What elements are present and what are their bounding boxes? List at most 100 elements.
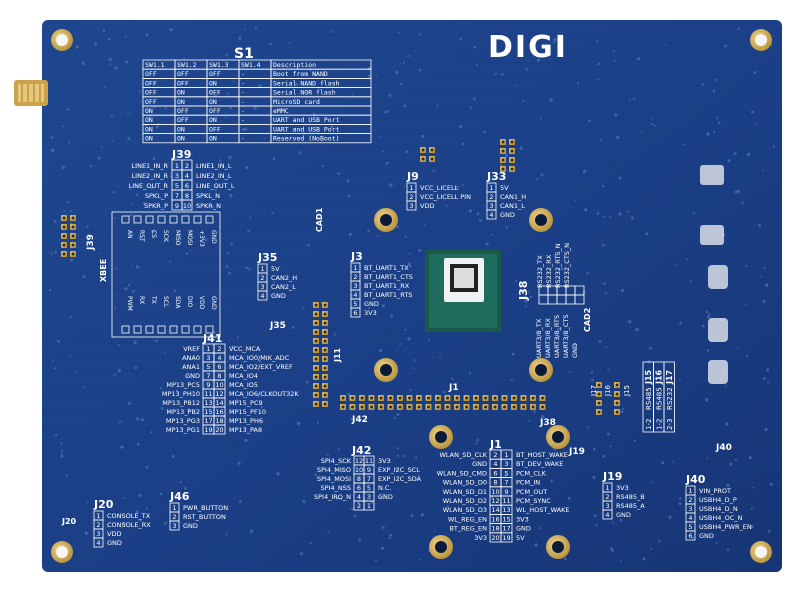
via	[658, 540, 661, 543]
via	[229, 194, 233, 198]
via	[169, 260, 172, 263]
via	[104, 85, 107, 88]
via	[602, 243, 605, 247]
via	[439, 356, 441, 359]
via	[621, 407, 624, 410]
via	[605, 346, 608, 349]
via	[686, 258, 689, 261]
jumper-header: J17	[665, 370, 674, 385]
via	[529, 452, 533, 456]
via	[215, 185, 219, 189]
j42-label-left: SPI4_MISO	[317, 466, 351, 474]
j3-pin-label: 3V3	[364, 309, 377, 317]
j39-label-left: SPKL_P	[145, 192, 168, 200]
via	[313, 72, 316, 75]
via	[244, 438, 248, 443]
j40-pin-num: 5	[688, 523, 692, 531]
via	[105, 499, 109, 503]
via	[212, 205, 215, 208]
j19-pin-num: 2	[605, 493, 609, 501]
via	[528, 420, 531, 422]
j11-label: J11	[333, 347, 342, 363]
via	[186, 195, 189, 198]
j1-pin-num: 10	[491, 488, 499, 496]
via	[327, 531, 330, 534]
via	[734, 458, 737, 461]
j35-pin-num: 2	[260, 274, 264, 282]
j41-pin-num: 8	[217, 372, 221, 380]
via	[150, 186, 154, 190]
via	[726, 548, 730, 552]
xbee-pin-label: CS	[150, 230, 157, 238]
j33-pin-label: CAN1_L	[500, 202, 525, 210]
via	[434, 530, 436, 533]
jumper-setting: 2-3	[666, 419, 674, 430]
via	[682, 143, 685, 146]
j39-pin-num: 1	[175, 162, 179, 170]
j33-pin-label: GND	[500, 211, 515, 219]
j1-label-right: PCM_OUT	[516, 488, 547, 496]
via	[237, 461, 241, 465]
via	[620, 560, 622, 563]
j1-pin-num: 5	[504, 469, 508, 477]
j42-title: J42	[351, 444, 371, 457]
via	[75, 45, 80, 49]
j19-title: J19	[602, 470, 622, 483]
j1-ref-label: J1	[448, 383, 459, 393]
j42-pin-num: 4	[357, 493, 361, 501]
via	[68, 141, 71, 144]
via	[524, 299, 528, 303]
j41-pin-num: 12	[215, 390, 223, 398]
via	[407, 337, 411, 341]
j3-pin-label: GND	[364, 300, 379, 308]
via	[117, 368, 122, 373]
j39-label-right: LINE_OUT_L	[196, 182, 235, 190]
via	[66, 108, 70, 111]
via	[122, 497, 125, 500]
j41-pin-num: 5	[206, 363, 210, 371]
via	[612, 50, 616, 53]
via	[296, 421, 301, 426]
j3-pin	[350, 307, 361, 318]
xbee-pad	[133, 325, 142, 334]
via	[679, 497, 682, 500]
som-module	[425, 250, 501, 332]
j3-pin-label: BT_UART1_CTS	[364, 273, 413, 281]
via	[396, 454, 400, 457]
xbee-pad	[169, 215, 178, 224]
via	[272, 157, 276, 160]
via	[592, 475, 596, 479]
s1-cell-text: ON	[177, 135, 185, 143]
via	[109, 63, 112, 66]
via	[186, 376, 189, 378]
via	[358, 538, 362, 542]
j42-pin-num: 6	[357, 484, 361, 492]
via	[314, 473, 317, 476]
j9-pin-label: VCC_LICELL PIN	[420, 193, 471, 201]
j9-pin-num: 3	[409, 202, 413, 210]
via	[81, 61, 86, 65]
via	[159, 387, 163, 390]
s1-cell-text: -	[241, 89, 245, 97]
right-edge-connectors	[700, 165, 728, 384]
via	[302, 307, 305, 310]
via	[217, 425, 220, 428]
j41-label-left: MP13_PB2	[166, 408, 200, 416]
via	[500, 163, 503, 167]
via	[567, 497, 571, 500]
via	[468, 209, 472, 213]
j9-pin-label: VCC_LICELL	[420, 184, 459, 192]
via	[334, 333, 337, 336]
j41-pin-num: 20	[215, 426, 223, 434]
j42-pin	[363, 500, 375, 511]
s1-cell-text: ON	[145, 135, 153, 143]
via	[390, 314, 394, 318]
j20-ref-label: J20	[61, 517, 77, 526]
via	[183, 57, 186, 60]
j42-pin-num: 12	[355, 457, 363, 465]
xbee-pin-label: AN	[126, 230, 133, 239]
s1-cell-text: MicroSD card	[273, 98, 320, 106]
via	[145, 465, 149, 469]
